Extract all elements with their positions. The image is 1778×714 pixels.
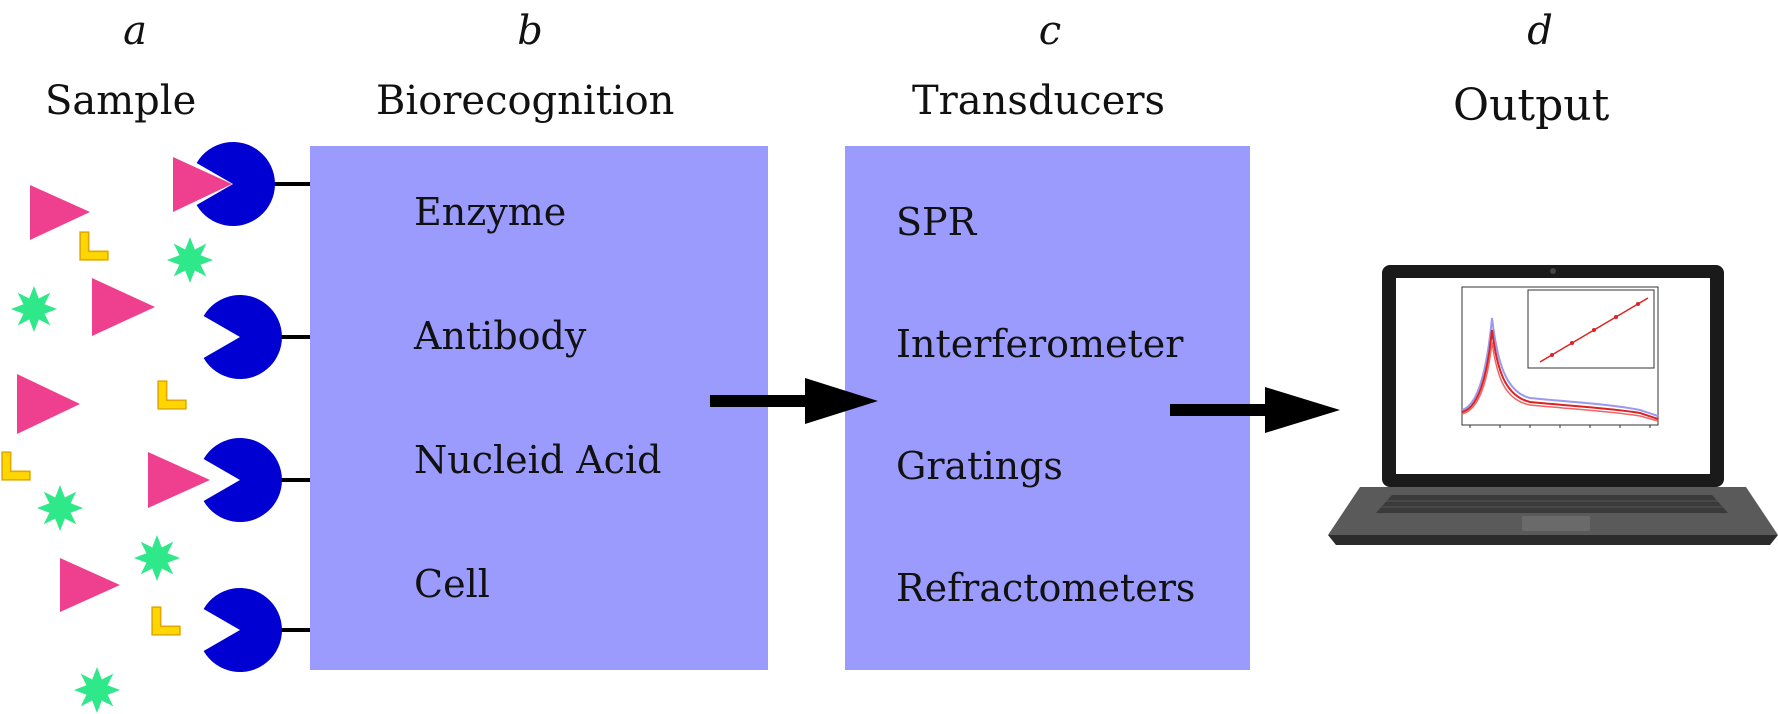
- receptor-icon: [196, 142, 282, 672]
- stage-title-transducers: Transducers: [912, 78, 1166, 124]
- laptop-icon: [1328, 265, 1778, 545]
- transducer-item-refractometers: Refractometers: [896, 566, 1196, 610]
- screen-chart: [1461, 286, 1659, 428]
- stage-title-output: Output: [1453, 80, 1610, 131]
- stage-letter-c: c: [1038, 8, 1062, 54]
- biorecognition-item-antibody: Antibody: [414, 314, 587, 358]
- arrow-icon: [710, 378, 1340, 433]
- biorecognition-item-nucleic-acid: Nucleid Acid: [414, 438, 662, 482]
- stage-letter-d: d: [1527, 8, 1553, 54]
- transducer-item-spr: SPR: [896, 200, 977, 244]
- stage-letter-a: a: [123, 8, 147, 54]
- stage-title-sample: Sample: [45, 78, 197, 124]
- biorecognition-item-cell: Cell: [414, 562, 490, 606]
- analyte-triangle-icon: [17, 157, 232, 612]
- transducer-item-gratings: Gratings: [896, 444, 1063, 488]
- biorecognition-item-enzyme: Enzyme: [414, 190, 567, 234]
- biorecognition-box: [310, 146, 768, 670]
- transducer-item-interferometer: Interferometer: [896, 322, 1184, 366]
- receptor-connectors: [270, 182, 310, 632]
- stage-title-biorecognition: Biorecognition: [376, 78, 675, 124]
- stage-letter-b: b: [517, 8, 543, 54]
